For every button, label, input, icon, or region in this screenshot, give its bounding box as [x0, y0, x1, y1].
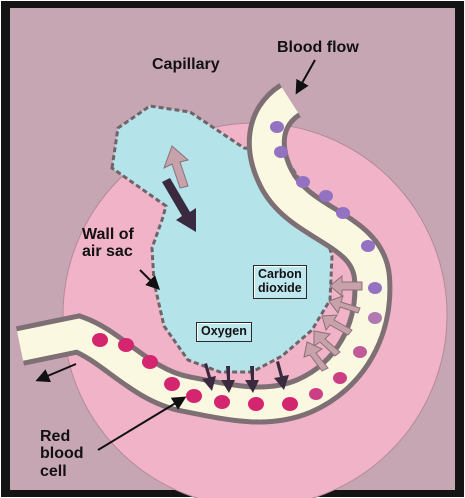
blood-cell: [296, 176, 310, 188]
blood-cell: [186, 389, 202, 403]
blood-cell: [319, 190, 333, 202]
blood-cell: [118, 338, 134, 352]
blood-cell: [309, 388, 323, 400]
wall-of-air-sac-label: Wall of air sac: [82, 226, 134, 261]
red-blood-cell-label: Red blood cell: [40, 428, 84, 480]
oxygen-label: Oxygen: [196, 322, 252, 342]
blood-cell: [368, 312, 382, 324]
blood-flow-label: Blood flow: [277, 39, 359, 56]
capillary-label: Capillary: [152, 56, 220, 73]
blood-cell: [333, 372, 347, 384]
blood-cell: [368, 282, 382, 294]
blood-cell: [336, 207, 350, 219]
blood-cell: [361, 240, 375, 252]
blood-cell: [282, 397, 298, 411]
carbon-dioxide-label: Carbon dioxide: [253, 265, 307, 299]
blood-cell: [270, 121, 284, 133]
blood-cell: [248, 397, 264, 411]
blood-cell: [92, 333, 108, 347]
blood-cell: [353, 346, 367, 358]
blood-cell: [214, 395, 230, 409]
blood-cell: [142, 355, 158, 369]
blood-cell: [274, 146, 288, 158]
blood-cell: [164, 377, 180, 391]
